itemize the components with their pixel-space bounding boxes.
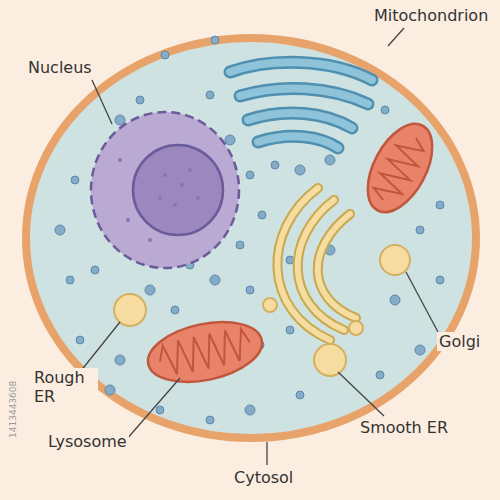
organelle-label: Cytosol bbox=[232, 468, 295, 487]
cytosol-dot bbox=[236, 241, 244, 249]
organelle-label: Rough ER bbox=[32, 368, 98, 406]
cytosol-dot bbox=[381, 106, 389, 114]
leader-lines bbox=[80, 28, 438, 465]
cytosol-dot bbox=[71, 176, 79, 184]
organelle-label: Smooth ER bbox=[358, 418, 450, 437]
mitochondrion-shape bbox=[142, 313, 267, 392]
cytosol-dot bbox=[206, 416, 214, 424]
cytosol-dot bbox=[416, 226, 424, 234]
cytosol-dot bbox=[115, 355, 125, 365]
cytosol-dot bbox=[136, 96, 144, 104]
cytosol-dot bbox=[436, 201, 444, 209]
cytosol-dot bbox=[245, 405, 255, 415]
cytosol-dot bbox=[296, 391, 304, 399]
cytosol-dot bbox=[376, 371, 384, 379]
organelle-label: Lysosome bbox=[46, 432, 129, 451]
cytosol-dot bbox=[325, 155, 335, 165]
cytosol-dot bbox=[390, 295, 400, 305]
cytosol-dot bbox=[76, 336, 84, 344]
cytosol-dot bbox=[171, 306, 179, 314]
cytosol-dot bbox=[156, 406, 164, 414]
cytosol-dot bbox=[246, 286, 254, 294]
cytosol-dot bbox=[225, 135, 235, 145]
cytosol-dot bbox=[115, 115, 125, 125]
organelle-label: Golgi bbox=[437, 332, 482, 351]
cytosol-dot bbox=[105, 385, 115, 395]
cytosol-dot bbox=[206, 91, 214, 99]
cytosol-dot bbox=[210, 275, 220, 285]
organelle-label: Nucleus bbox=[26, 58, 94, 77]
cytosol-dot bbox=[258, 211, 266, 219]
cytosol-dot bbox=[91, 266, 99, 274]
cytosol-dots bbox=[55, 36, 444, 424]
cytosol-dot bbox=[161, 51, 169, 59]
cytosol-dot bbox=[145, 285, 155, 295]
cytosol-dot bbox=[55, 225, 65, 235]
cytosol-dot bbox=[295, 165, 305, 175]
cytosol-dot bbox=[211, 36, 219, 44]
organelle-label: Mitochondrion bbox=[372, 6, 490, 25]
cytosol-dot bbox=[415, 345, 425, 355]
cell-membrane bbox=[26, 38, 476, 438]
cytosol-dot bbox=[436, 276, 444, 284]
cytosol-dot bbox=[286, 326, 294, 334]
golgi-shape bbox=[277, 188, 356, 340]
mitochondrion-shape bbox=[355, 113, 446, 222]
cytosol-dot bbox=[66, 276, 74, 284]
rough-er-shape bbox=[230, 62, 372, 148]
watermark: 1413443608 bbox=[4, 379, 23, 440]
cytosol-dot bbox=[271, 161, 279, 169]
cytosol-dot bbox=[246, 171, 254, 179]
nucleus-shape bbox=[91, 112, 239, 268]
